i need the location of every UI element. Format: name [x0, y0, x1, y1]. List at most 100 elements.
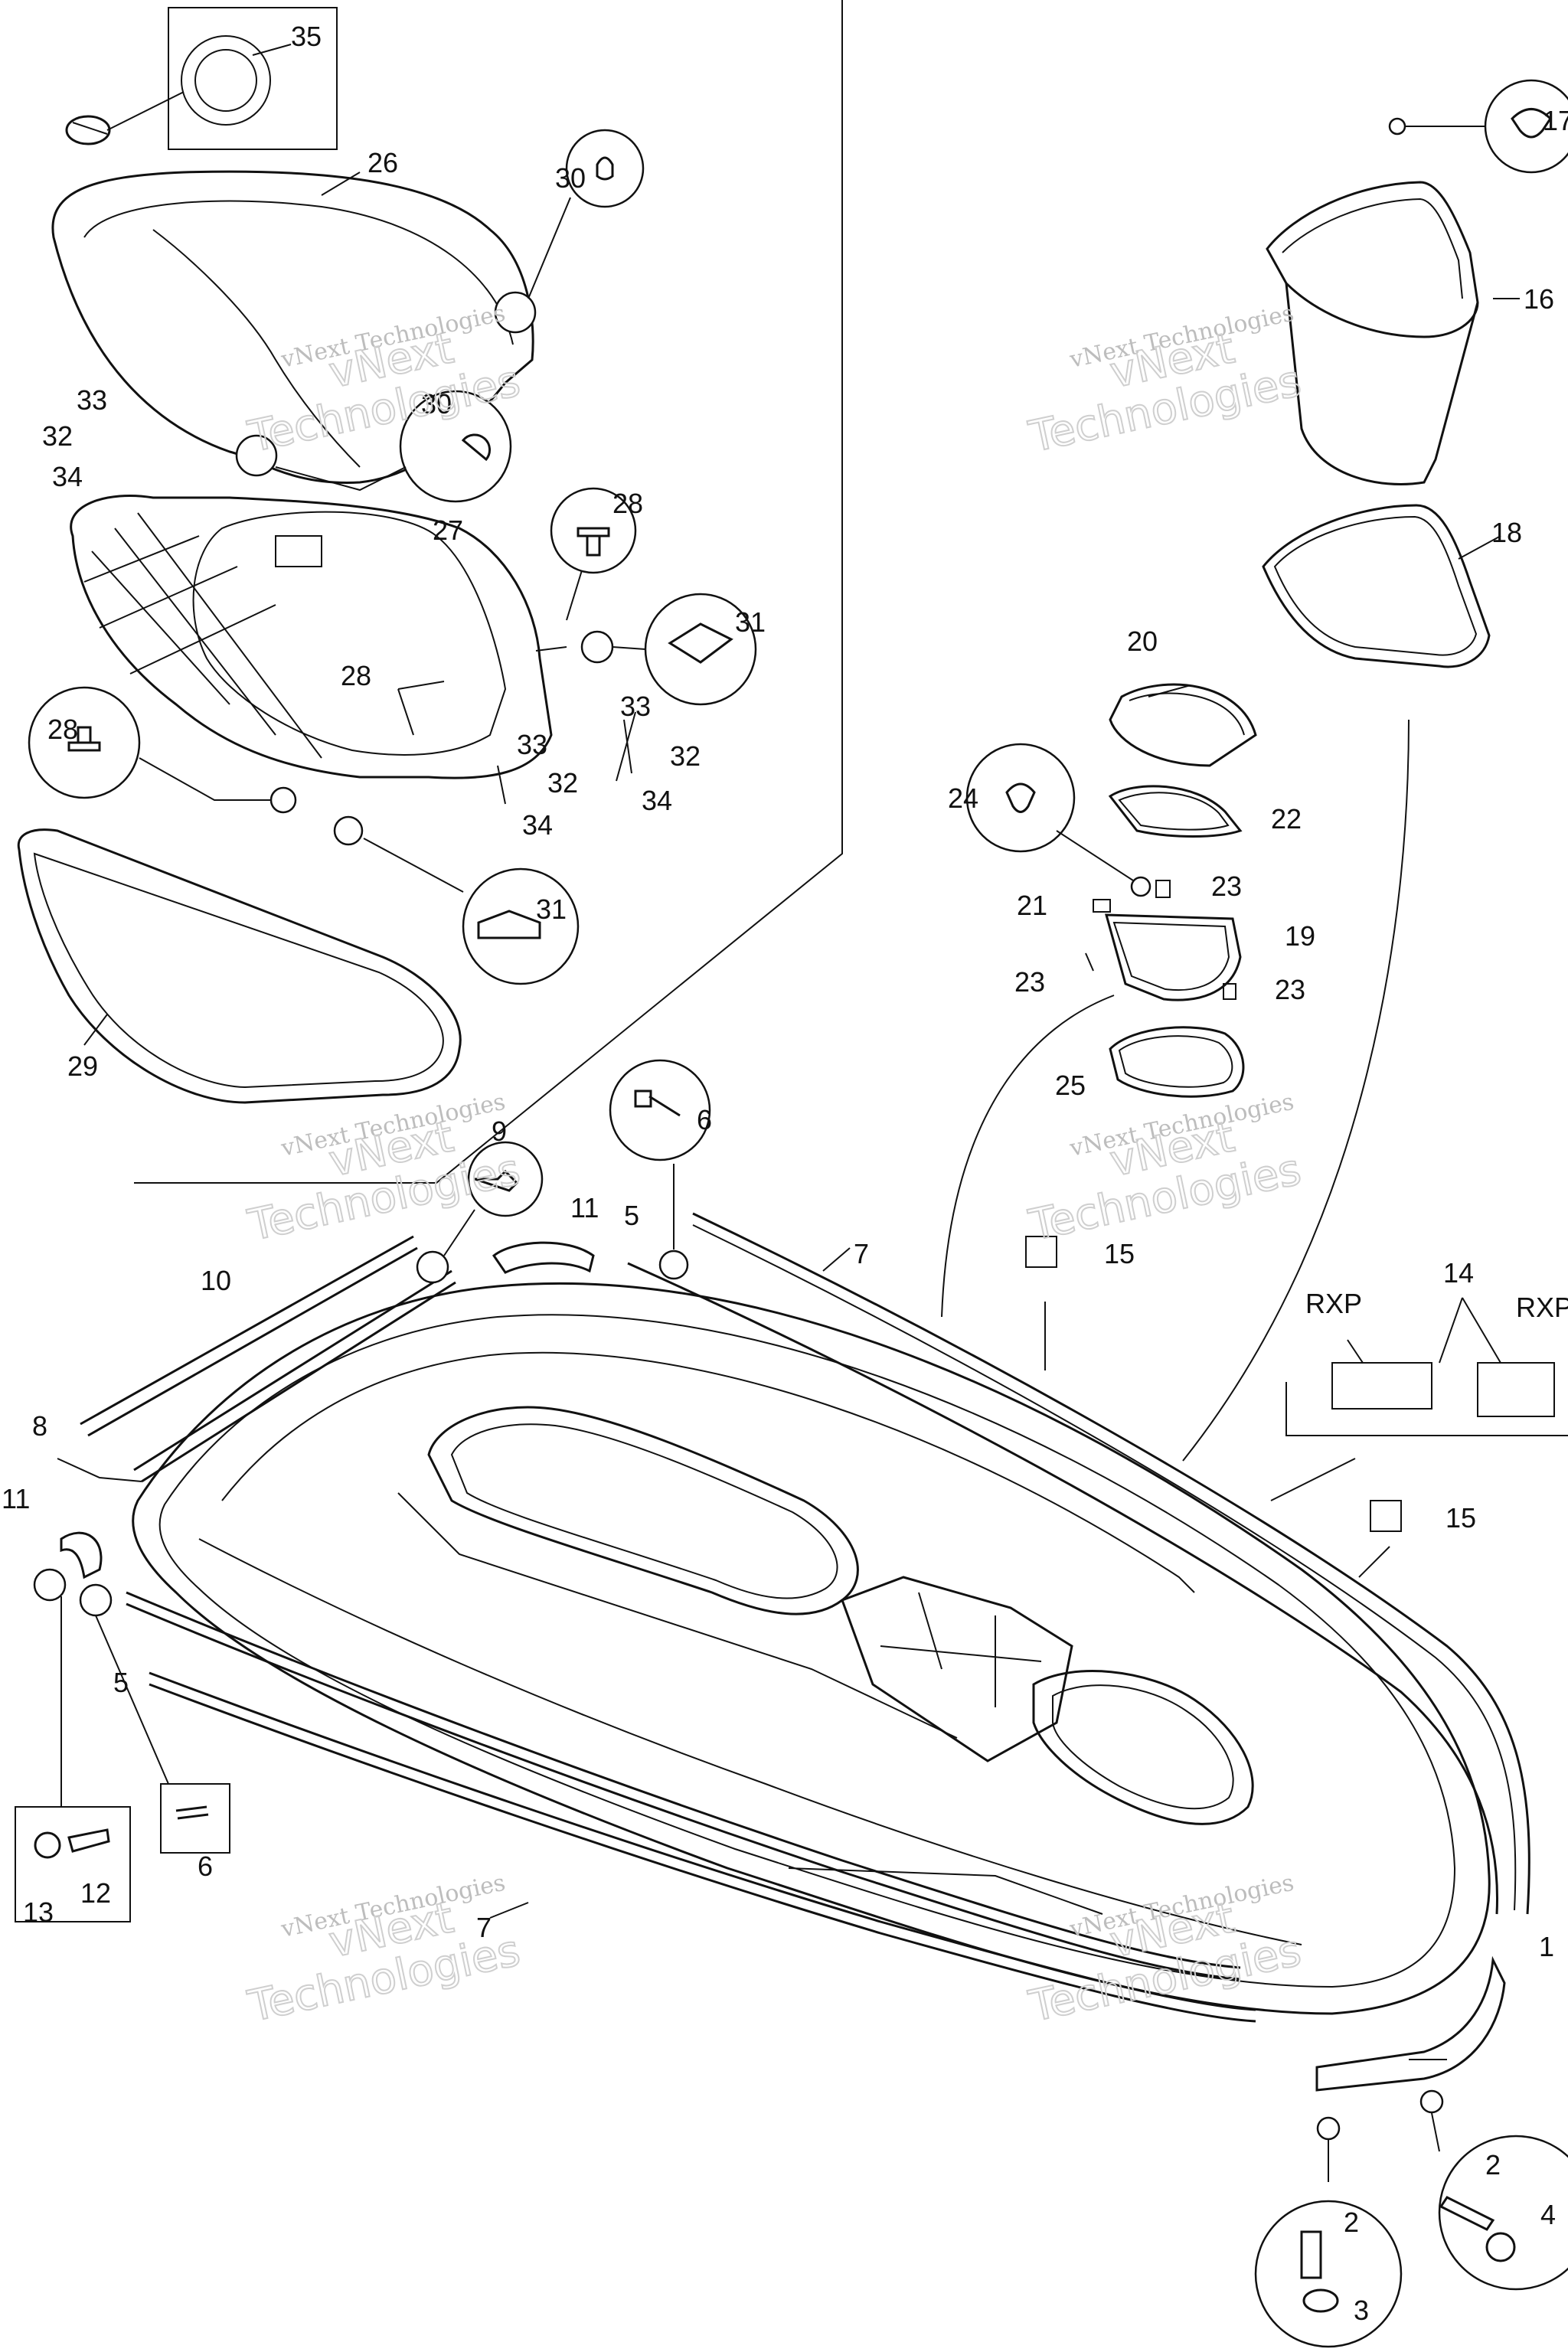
callout-11: 11 [2, 1483, 30, 1514]
callout-28: 28 [612, 488, 643, 519]
clip-21 [1093, 899, 1111, 913]
bow-hardware [1254, 2089, 1568, 2348]
callout-18: 18 [1491, 517, 1522, 548]
callout-17: 17 [1543, 105, 1568, 136]
console [841, 1576, 1073, 1762]
callout-35: 35 [291, 21, 322, 52]
callout-34: 34 [642, 785, 672, 816]
callout-31: 31 [735, 606, 766, 638]
callout-33: 33 [620, 691, 651, 722]
seat-base-frame [28, 487, 757, 985]
callout-5: 5 [113, 1667, 129, 1698]
callout-33: 33 [77, 384, 107, 416]
detail-circle-6a [609, 1059, 711, 1161]
glove-box-gasket-25 [1109, 1026, 1245, 1098]
callout-7: 7 [854, 1238, 869, 1269]
variant-label-left: RXP [1305, 1288, 1362, 1319]
callout-22: 22 [1271, 803, 1302, 835]
seat-assembly [51, 7, 645, 503]
callout-21: 21 [1017, 890, 1047, 921]
glove-box-gasket-22 [1108, 785, 1243, 838]
detail-circle-24 [965, 743, 1076, 853]
callout-29: 29 [67, 1050, 98, 1082]
callout-27: 27 [433, 514, 463, 546]
callout-28: 28 [341, 660, 371, 691]
callout-34: 34 [52, 461, 83, 492]
callout-7: 7 [476, 1912, 492, 1943]
section-divider-lines [134, 0, 1568, 1436]
callout-14: 14 [1443, 1257, 1474, 1289]
callout-34: 34 [522, 809, 553, 841]
emblem-box [168, 7, 338, 150]
bow-bumper-1 [1315, 1955, 1506, 2092]
glove-box-assembly [941, 683, 1257, 1318]
trim-8 [133, 1269, 456, 1483]
callout-10: 10 [201, 1265, 231, 1296]
callout-33: 33 [517, 729, 547, 760]
variant-plates-14 [1331, 1362, 1555, 1417]
callout-13: 13 [23, 1896, 54, 1928]
callout-32: 32 [670, 740, 701, 772]
trim-strips [57, 1212, 1530, 2092]
callout-23: 23 [1014, 966, 1045, 998]
callout-2: 2 [1344, 2207, 1359, 2238]
trim-10 [80, 1235, 418, 1437]
detail-circle-2-3 [1254, 2200, 1403, 2348]
callout-2: 2 [1485, 2149, 1501, 2180]
trim-end-11-left [60, 1531, 103, 1579]
detail-circle-30b [399, 390, 512, 503]
seat-opening [427, 1406, 859, 1615]
callout-30: 30 [555, 162, 586, 194]
plug-box-12-13 [15, 1806, 131, 1922]
variant-label-right: RXP [1516, 1292, 1568, 1323]
bolt-box-6 [160, 1783, 230, 1854]
callout-24: 24 [948, 782, 978, 814]
glove-box-lid [1109, 683, 1257, 767]
callout-15: 15 [1104, 1238, 1135, 1269]
trim-7-lower [149, 1671, 1256, 2023]
storage-opening [1032, 1670, 1254, 1825]
valve-15a [1025, 1236, 1057, 1268]
callout-30: 30 [421, 388, 452, 420]
valve-15b [1370, 1500, 1402, 1532]
glove-box-19 [1105, 913, 1242, 1001]
callout-28: 28 [47, 714, 78, 745]
callout-16: 16 [1524, 283, 1554, 315]
callout-19: 19 [1285, 920, 1315, 952]
brp-emblem [181, 35, 271, 126]
callout-6: 6 [198, 1851, 213, 1882]
callout-20: 20 [1127, 626, 1158, 657]
callout-15: 15 [1446, 1502, 1476, 1534]
callout-12: 12 [80, 1877, 111, 1909]
callout-3: 3 [1354, 2295, 1369, 2326]
screw-33-right [616, 711, 636, 782]
storage-bin-gasket [1262, 504, 1491, 668]
callout-23: 23 [1211, 871, 1242, 902]
hull-body [132, 1282, 1491, 2015]
callout-25: 25 [1055, 1070, 1086, 1101]
detail-circle-31b [462, 867, 580, 985]
callout-32: 32 [547, 767, 578, 799]
callout-31: 31 [536, 893, 567, 925]
storage-bin-assembly [1182, 79, 1568, 1462]
detail-circle-28a [550, 487, 637, 574]
callout-labels: 35 26 30 30 33 32 34 27 28 31 28 28 33 3… [2, 21, 1568, 2326]
detail-circle-30a [565, 129, 645, 208]
seat-gasket [17, 828, 462, 1104]
clip-23a [1155, 880, 1171, 898]
detail-circle-2-4 [1438, 2135, 1568, 2291]
callout-23: 23 [1275, 974, 1305, 1005]
callout-32: 32 [42, 420, 73, 452]
watermarks: vNext Technologies vNext Technologies vN… [243, 300, 1305, 2033]
seat [51, 170, 534, 484]
storage-bin-rim [1266, 181, 1479, 338]
lower-left-details [15, 1059, 1555, 1922]
trim-end-11 [492, 1241, 595, 1274]
callout-6: 6 [697, 1104, 712, 1135]
callout-11: 11 [570, 1192, 599, 1223]
callout-1: 1 [1539, 1931, 1554, 1962]
trim-5-lower [126, 1591, 1241, 1981]
seat-bumper [65, 115, 111, 145]
callout-4: 4 [1540, 2199, 1556, 2230]
